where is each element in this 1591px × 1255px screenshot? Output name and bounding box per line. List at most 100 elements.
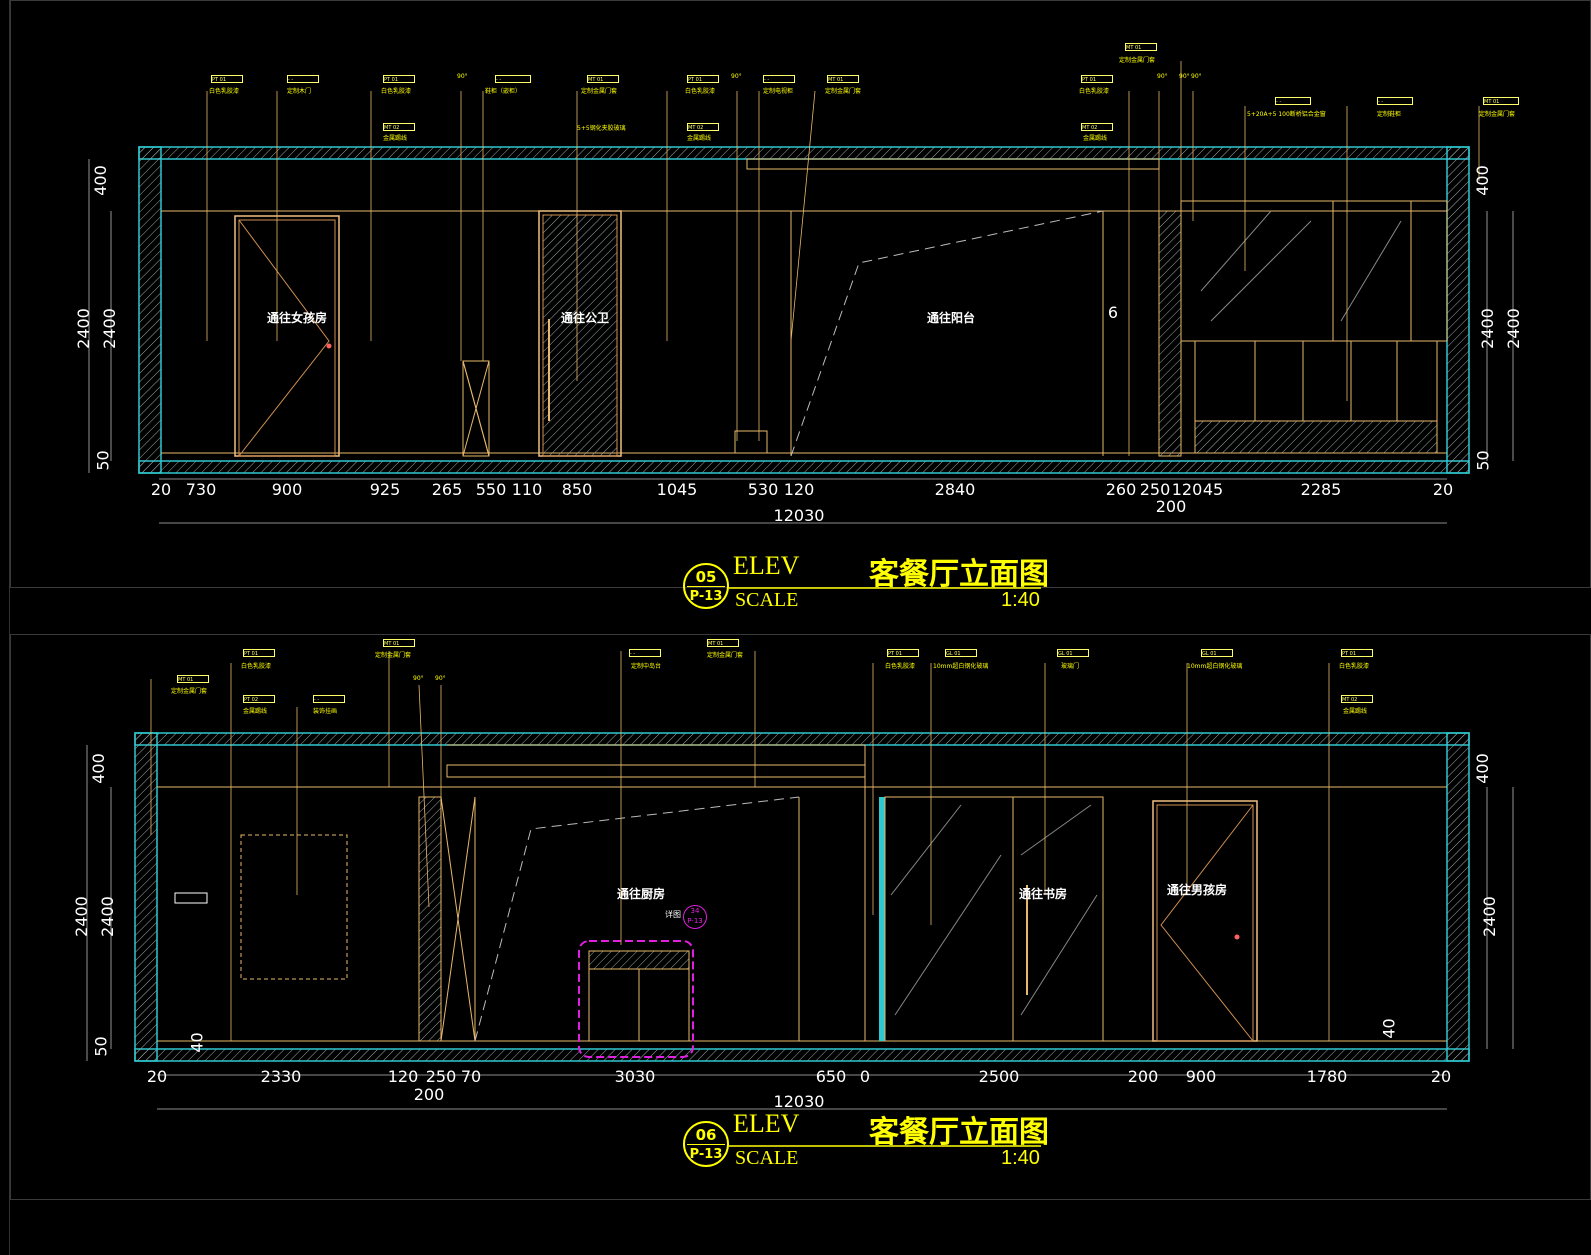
scale-label: SCALE bbox=[735, 589, 799, 611]
elevation-view-05[interactable]: PT 01 白色乳胶漆 - - 定制木门 PT 01 白色乳胶漆 MT 02 金… bbox=[10, 0, 1591, 611]
tag-code: MT 02 bbox=[687, 123, 719, 131]
tag-code: PT 01 bbox=[887, 649, 919, 657]
tag-code: PT 01 bbox=[687, 75, 719, 83]
door-girl-room bbox=[234, 215, 340, 457]
tag-code: - - bbox=[313, 695, 345, 703]
elevation-badge[interactable]: 05 P-13 bbox=[683, 563, 729, 609]
bottom-dim: 1045 bbox=[656, 480, 698, 499]
angle-mark: 90° bbox=[435, 675, 446, 682]
vertical-dim: 2400 bbox=[1477, 308, 1497, 349]
tag-text: 定制中岛台 bbox=[631, 663, 662, 670]
tag-code: PT 01 bbox=[383, 75, 415, 83]
angle-mark: 90° bbox=[413, 675, 424, 682]
tag-code: PT 02 bbox=[243, 695, 275, 703]
angle-mark: 90° bbox=[457, 73, 468, 80]
elev-label: ELEV bbox=[733, 551, 800, 580]
bottom-dim: 925 bbox=[369, 480, 401, 499]
bottom-dim: 200 bbox=[1127, 1067, 1159, 1086]
elevation-badge[interactable]: 06 P-13 bbox=[683, 1121, 729, 1167]
tag-code: - - bbox=[763, 75, 795, 83]
vertical-dim: 2400 bbox=[97, 896, 117, 937]
tag-code: MT 01 bbox=[1125, 43, 1157, 51]
tag-text: 5+20A+5 100断桥铝合金窗 bbox=[1247, 111, 1326, 118]
floor-slab bbox=[138, 460, 1470, 474]
angle-mark: 90° bbox=[1157, 73, 1168, 80]
elevation-title: 客餐厅立面图 bbox=[869, 1115, 1049, 1150]
bottom-dim: 650 bbox=[815, 1067, 847, 1086]
tag-text: 玻璃门 bbox=[1061, 663, 1080, 670]
floor-slab bbox=[134, 1048, 1470, 1062]
bottom-dim: 2330 bbox=[260, 1067, 302, 1086]
tag-code: MT 01 bbox=[707, 639, 739, 647]
vertical-dim: 400 bbox=[90, 165, 110, 196]
scale-ratio: 1:40 bbox=[1001, 589, 1040, 611]
tag-code: - - bbox=[495, 75, 531, 83]
vertical-dim: 50 bbox=[91, 1036, 111, 1057]
bottom-dim: 1780 bbox=[1306, 1067, 1348, 1086]
room-label: 通往厨房 bbox=[616, 887, 666, 901]
tag-code: MT 01 bbox=[587, 75, 619, 83]
sub-dim: 200 bbox=[1155, 497, 1187, 516]
vertical-dim: 400 bbox=[1472, 165, 1492, 196]
small-dim: 40 bbox=[1379, 1018, 1399, 1039]
tag-code: - - bbox=[287, 75, 319, 83]
tag-text: 定制电视柜 bbox=[763, 88, 794, 95]
total-dim: 12030 bbox=[773, 506, 825, 525]
room-label: 通往书房 bbox=[1018, 887, 1068, 901]
vertical-dim: 2400 bbox=[71, 896, 91, 937]
tag-text: 鞋柜（嵌柜） bbox=[485, 88, 522, 95]
bottom-dim: 730 bbox=[185, 480, 217, 499]
detail-label: 详图 bbox=[665, 910, 681, 919]
angle-mark: 90° bbox=[731, 73, 742, 80]
left-wall bbox=[134, 732, 158, 1062]
tag-text: 白色乳胶漆 bbox=[685, 88, 716, 95]
bottom-dim: 120 bbox=[387, 1067, 419, 1086]
right-wall bbox=[1446, 146, 1470, 474]
tag-text: 白色乳胶漆 bbox=[209, 88, 240, 95]
small-dim: 40 bbox=[187, 1032, 207, 1053]
bottom-dim: 2840 bbox=[934, 480, 976, 499]
sheet-number: P-13 bbox=[689, 589, 723, 604]
tag-text: 定制金属门套 bbox=[707, 652, 744, 659]
vertical-dim: 2400 bbox=[1479, 896, 1499, 937]
vertical-dim: 2400 bbox=[73, 308, 93, 349]
ceiling-slab bbox=[134, 732, 1470, 746]
tag-code: PT 01 bbox=[243, 649, 275, 657]
angle-mark: 90° bbox=[1191, 73, 1202, 80]
elevation-number: 05 bbox=[695, 568, 717, 586]
bottom-dim: 0 bbox=[859, 1067, 871, 1086]
tag-text: 定制鞋柜 bbox=[1377, 111, 1402, 118]
elevation-title: 客餐厅立面图 bbox=[869, 557, 1049, 592]
tag-text: 10mm超白钢化玻璃 bbox=[933, 663, 989, 670]
tag-code: MT 01 bbox=[383, 639, 415, 647]
detail-number: 34 bbox=[690, 907, 700, 915]
bottom-dim: 20 bbox=[146, 1067, 168, 1086]
room-label: 通往女孩房 bbox=[266, 311, 328, 325]
tag-code: PT 01 bbox=[1081, 75, 1113, 83]
room-label: 通往男孩房 bbox=[1166, 883, 1228, 897]
tag-code: MT 02 bbox=[383, 123, 415, 131]
bottom-dim: 45 bbox=[1202, 480, 1224, 499]
tag-text: 金属踢线 bbox=[687, 135, 712, 142]
room-label: 通往公卫 bbox=[560, 311, 610, 325]
tag-code: - - bbox=[1275, 97, 1311, 105]
elevation-view-06[interactable]: MT 01 定制金属门套 PT 01 白色乳胶漆 PT 02 金属踢线 - - … bbox=[10, 634, 1591, 1200]
tag-text: 白色乳胶漆 bbox=[885, 663, 916, 670]
detail-ref-bubble[interactable]: 34 P-13 bbox=[683, 905, 707, 929]
bottom-dim: 260 bbox=[1105, 480, 1137, 499]
tag-text: 白色乳胶漆 bbox=[1079, 88, 1110, 95]
door-boy-room bbox=[1152, 800, 1258, 1042]
room-label: 通往阳台 bbox=[926, 311, 976, 325]
left-wall bbox=[138, 146, 162, 474]
bottom-dim: 20 bbox=[150, 480, 172, 499]
tag-text: 定制金属门套 bbox=[375, 652, 412, 659]
tag-code: - - bbox=[629, 649, 661, 657]
bottom-dim: 530 bbox=[747, 480, 779, 499]
bottom-dim: 265 bbox=[431, 480, 463, 499]
elevation-05-drawing bbox=[88, 61, 1514, 589]
elevation-06-drawing bbox=[86, 651, 1514, 1147]
sub-dim: 200 bbox=[413, 1085, 445, 1104]
tag-text: 白色乳胶漆 bbox=[241, 663, 272, 670]
tag-text: 金属踢线 bbox=[243, 708, 268, 715]
vertical-dim: 400 bbox=[1472, 753, 1492, 784]
